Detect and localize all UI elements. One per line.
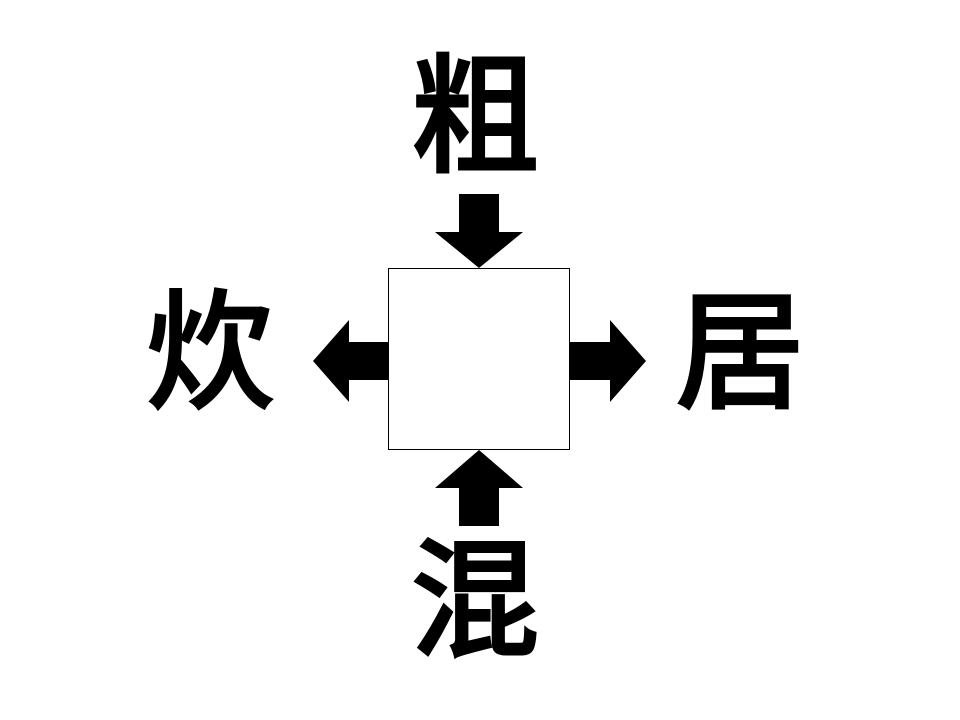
- answer-box[interactable]: [388, 268, 570, 450]
- right-kanji: 居: [675, 279, 804, 428]
- arrow-left-icon: [313, 320, 389, 402]
- arrow-up-icon: [435, 450, 523, 526]
- arrow-down-icon: [435, 194, 523, 268]
- left-kanji: 炊: [145, 279, 274, 428]
- bottom-kanji: 混: [410, 527, 539, 676]
- top-kanji: 粗: [410, 43, 539, 192]
- answer-char: [389, 269, 569, 449]
- arrow-right-icon: [570, 320, 646, 402]
